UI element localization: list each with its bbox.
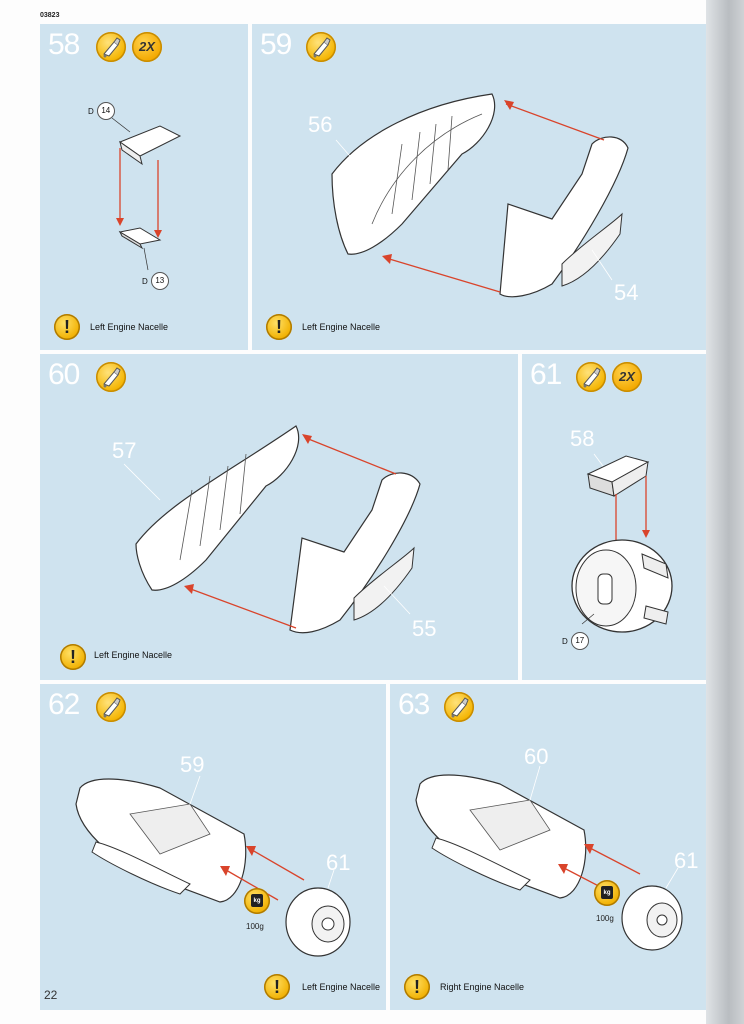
glue-bottle-icon: [576, 362, 606, 392]
step-61-panel: 61 2X 58 D 17: [522, 354, 706, 680]
exclamation-icon: !: [60, 644, 86, 670]
step-59-panel: 59 56 54 ! Left Engine Nacelle: [252, 24, 706, 350]
step-caption: Left Engine Nacelle: [302, 982, 381, 992]
part-number-54: 54: [614, 280, 639, 305]
part-number-55: 55: [412, 616, 437, 641]
part-d13-label: D 13: [142, 272, 169, 290]
step-61-drawing: [571, 453, 673, 633]
exclamation-icon: !: [54, 314, 80, 340]
step-caption: Left Engine Nacelle: [90, 322, 169, 332]
step-caption: Left Engine Nacelle: [302, 322, 381, 332]
part-d14-label: D 14: [88, 102, 115, 120]
part-number-57: 57: [112, 438, 137, 463]
step-59-drawing: [331, 93, 629, 298]
exclamation-icon: !: [266, 314, 292, 340]
step-number: 62: [48, 688, 80, 721]
part-number-60: 60: [524, 744, 549, 769]
part-number-58: 58: [570, 426, 595, 451]
step-caption: Right Engine Nacelle: [440, 982, 525, 992]
kg-weight-icon: kg: [244, 888, 270, 914]
part-d17-label: D 17: [562, 632, 589, 650]
step-number: 63: [398, 688, 430, 721]
glue-bottle-icon: [96, 32, 126, 62]
step-number: 59: [260, 28, 292, 61]
kg-weight-icon: kg: [594, 880, 620, 906]
part-number-59: 59: [180, 752, 205, 777]
quantity-2x-icon: 2X: [612, 362, 642, 392]
part-number-61: 61: [674, 848, 699, 873]
step-62-drawing: [75, 775, 351, 957]
step-60-panel: 60 57 55 ! Left Engine Nacelle: [40, 354, 518, 680]
kit-code: 03823: [40, 12, 60, 19]
glue-bottle-icon: [306, 32, 336, 62]
part-number-61: 61: [326, 850, 351, 875]
glue-bottle-icon: [96, 362, 126, 392]
step-63-panel: 63 60 61 kg 100g ! Right Engine Nacelle: [390, 684, 706, 1010]
step-58-panel: 58 2X D 14 D 13 ! Left Engine Nacelle: [40, 24, 248, 350]
step-number: 58: [48, 28, 80, 61]
step-60-drawing: [123, 425, 421, 634]
step-63-drawing: [415, 765, 683, 951]
glue-bottle-icon: [96, 692, 126, 722]
step-58-drawing: [111, 117, 182, 271]
weight-label: 100g: [596, 914, 614, 923]
glue-bottle-icon: [444, 692, 474, 722]
part-number-56: 56: [308, 112, 333, 137]
weight-label: 100g: [246, 922, 264, 931]
step-number: 60: [48, 358, 80, 391]
step-62-panel: 62 59 61 kg 100g ! Left Engine Nacelle: [40, 684, 386, 1010]
step-number: 61: [530, 358, 562, 391]
step-caption: Left Engine Nacelle: [94, 650, 173, 660]
quantity-2x-icon: 2X: [132, 32, 162, 62]
exclamation-icon: !: [404, 974, 430, 1000]
exclamation-icon: !: [264, 974, 290, 1000]
page-number: 22: [44, 988, 58, 1002]
page-gutter: [706, 0, 744, 1024]
